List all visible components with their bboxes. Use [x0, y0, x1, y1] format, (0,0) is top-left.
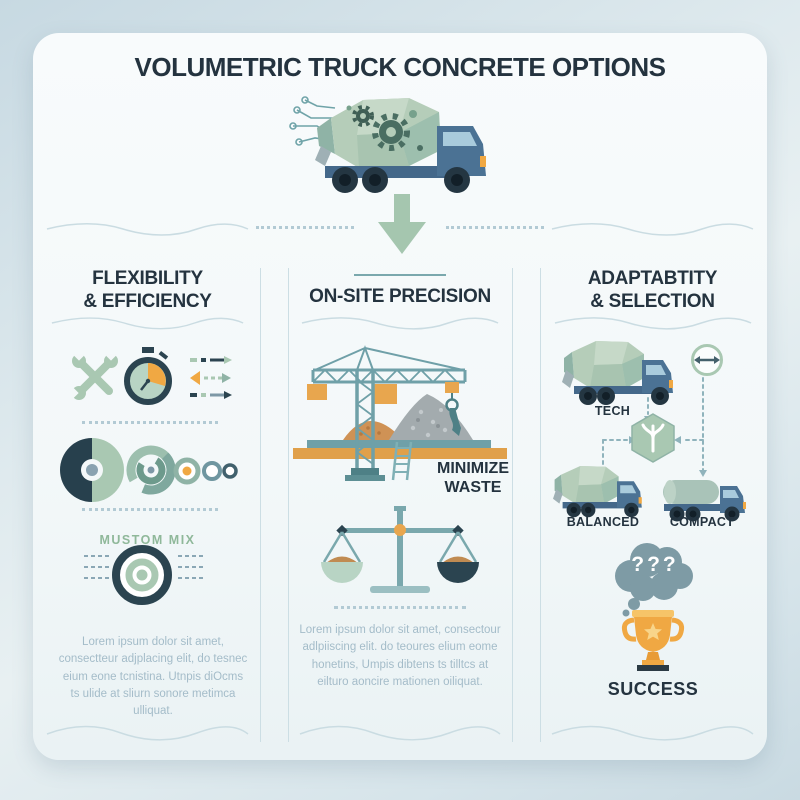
- dotted-divider: [82, 508, 218, 511]
- compact-truck-icon: [663, 480, 746, 522]
- column-divider: [540, 268, 541, 742]
- crane-site-illustration: [293, 345, 507, 481]
- wave-divider: [301, 317, 499, 330]
- dotted-divider: [446, 226, 544, 229]
- wave-divider: [46, 725, 249, 741]
- wave-divider: [51, 317, 244, 330]
- compact-label: COMPACT: [669, 515, 735, 529]
- wave-divider: [551, 223, 754, 236]
- wave-divider: [554, 317, 752, 330]
- minimize-waste-label: MINIMIZE WASTE: [437, 460, 509, 496]
- precision-paragraph: Lorem ipsum dolor sit amet, consectour a…: [299, 624, 501, 688]
- concentric-dots-icon: [173, 457, 238, 485]
- pie-chart-icon: [60, 438, 124, 502]
- wave-divider: [46, 223, 249, 236]
- column-divider: [288, 268, 289, 742]
- dotted-divider: [82, 421, 218, 424]
- balanced-mixer-truck-icon: [553, 466, 642, 518]
- column-header-adaptability: ADAPTABTITY & SELECTION: [587, 268, 718, 312]
- custom-mix-label: MUSTOM MIX: [99, 533, 196, 547]
- spiral-gauge-icon: [126, 445, 176, 495]
- decision-hexagon-icon: [631, 413, 675, 463]
- dash-lines-right: [178, 555, 206, 579]
- balance-scale-icon: [321, 506, 479, 593]
- horizontal-arrows-circle-icon: [691, 344, 723, 376]
- dotted-divider: [334, 606, 466, 609]
- column-header-precision: ON-SITE PRECISION: [309, 286, 491, 307]
- dash-lines-left: [84, 555, 112, 579]
- stopwatch-icon: [124, 347, 172, 405]
- crossed-wrenches-icon: [72, 354, 118, 400]
- question-marks: ???: [631, 553, 679, 576]
- target-icon: [112, 545, 172, 605]
- balanced-label: BALANCED: [566, 515, 640, 529]
- thought-cloud-icon: [615, 543, 693, 617]
- dotted-divider: [256, 226, 354, 229]
- header-accent-line: [354, 274, 446, 276]
- trophy-icon: [621, 610, 685, 671]
- flexibility-paragraph: Lorem ipsum dolor sit amet, consectteur …: [58, 636, 248, 717]
- arrow-down-icon: [378, 194, 426, 254]
- smart-mixer-truck-illustration: [289, 96, 486, 193]
- wave-divider: [299, 725, 501, 741]
- success-label: SUCCESS: [607, 679, 699, 699]
- column-divider: [260, 268, 261, 742]
- wave-divider: [551, 725, 754, 741]
- column-header-flexibility: FLEXIBILITY & EFFICIENCY: [83, 268, 212, 312]
- tech-mixer-truck-icon: [562, 341, 673, 405]
- column-divider: [512, 268, 513, 742]
- tech-label: TECH: [594, 404, 631, 418]
- flow-arrows-icon: [190, 356, 232, 399]
- page-title: VOLUMETRIC TRUCK CONCRETE OPTIONS: [134, 52, 666, 82]
